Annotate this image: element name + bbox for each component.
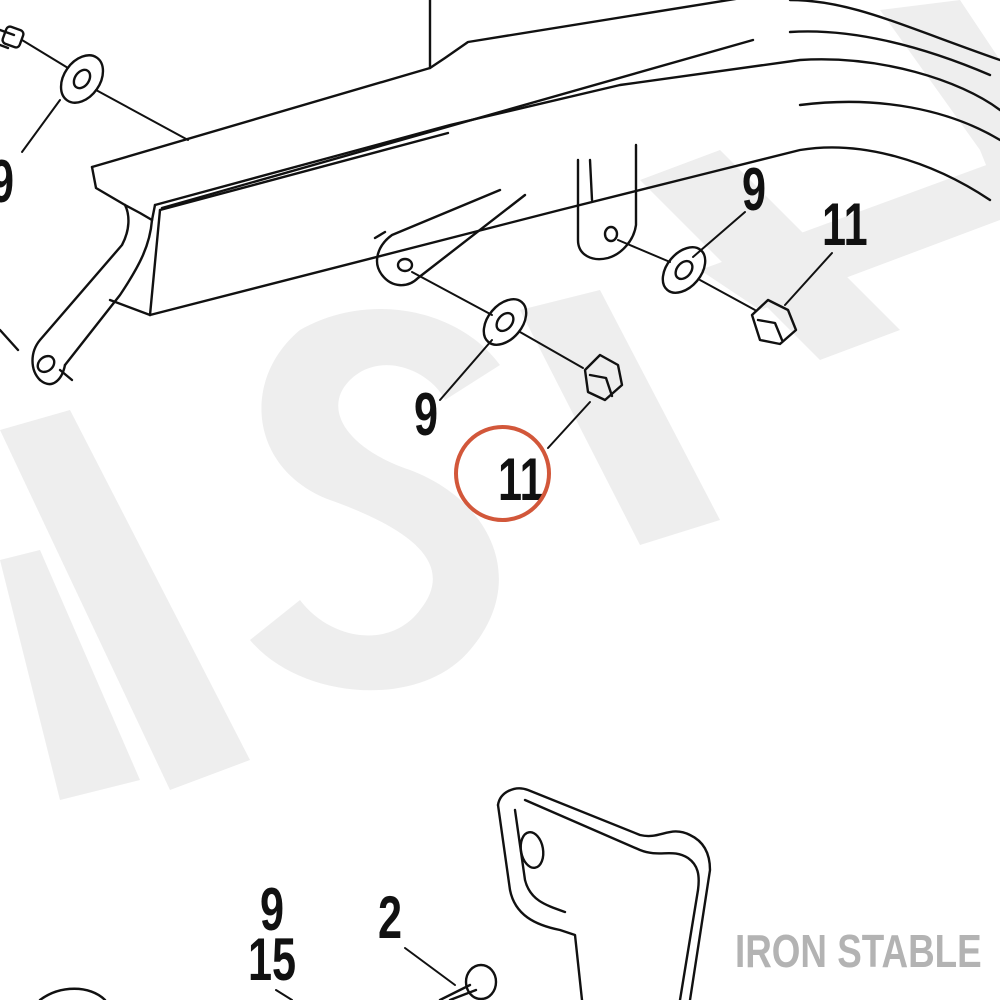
callout-washer-center: 9	[414, 381, 439, 448]
callout-nut-top-right: 11	[822, 191, 868, 258]
watermark	[0, 0, 1000, 800]
callout-washer-top-right: 9	[742, 156, 767, 223]
callout-bolt-bottom: 2	[378, 884, 403, 951]
left-bracket	[0, 203, 154, 386]
callout-washer-bottom: 9	[260, 876, 285, 943]
top-left-hardware	[0, 25, 105, 104]
bottom-bolt	[38, 963, 498, 1000]
highlight-circle	[454, 425, 551, 522]
right-hardware	[661, 246, 798, 346]
callout-washer-left-edge: 9	[0, 152, 14, 212]
crossbar-frame	[90, 0, 1000, 317]
right-mounting-tab	[576, 143, 638, 261]
bottom-bracket	[496, 787, 712, 1000]
center-hardware	[482, 298, 624, 402]
leader-lines	[21, 39, 833, 1000]
center-mounting-tab	[373, 188, 527, 287]
callout-spacer-bottom: 15	[248, 926, 297, 993]
brand-logo-text: IRON STABLE	[735, 925, 982, 977]
